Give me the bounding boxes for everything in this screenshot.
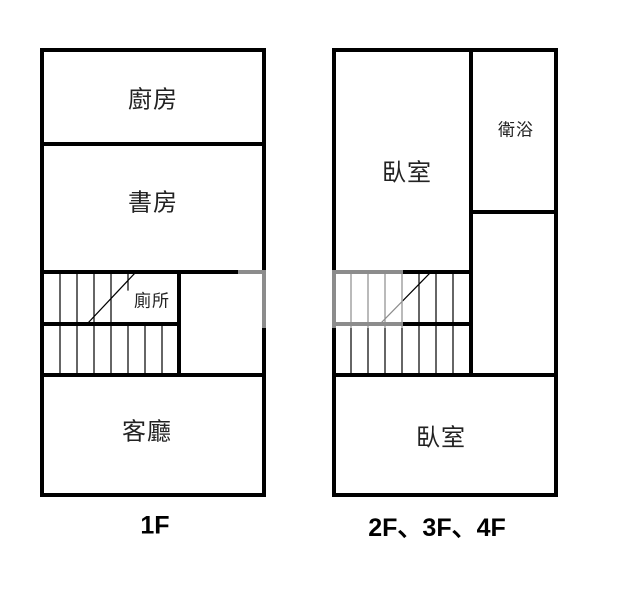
floor-label-1f: 1F xyxy=(140,511,170,540)
room-label-bedroom-bottom: 臥室 xyxy=(416,423,466,452)
stair-treads-upper-2f xyxy=(350,271,454,325)
stair-break-line-2f xyxy=(379,272,431,325)
plan-1f xyxy=(40,48,266,497)
stair-break-line-1f xyxy=(86,272,136,325)
stair-treads-lower-1f xyxy=(59,323,163,376)
floor-label-2f-3f-4f: 2F、3F、4F xyxy=(368,514,506,542)
room-label-bedroom-top: 臥室 xyxy=(382,158,432,187)
room-label-kitchen: 廚房 xyxy=(128,85,178,114)
room-label-living-room: 客廳 xyxy=(122,417,172,446)
room-label-bathroom: 衛浴 xyxy=(498,120,534,141)
stair-treads-lower-2f xyxy=(350,323,454,376)
room-label-study: 書房 xyxy=(128,188,178,217)
room-label-toilet: 廁所 xyxy=(134,291,170,312)
